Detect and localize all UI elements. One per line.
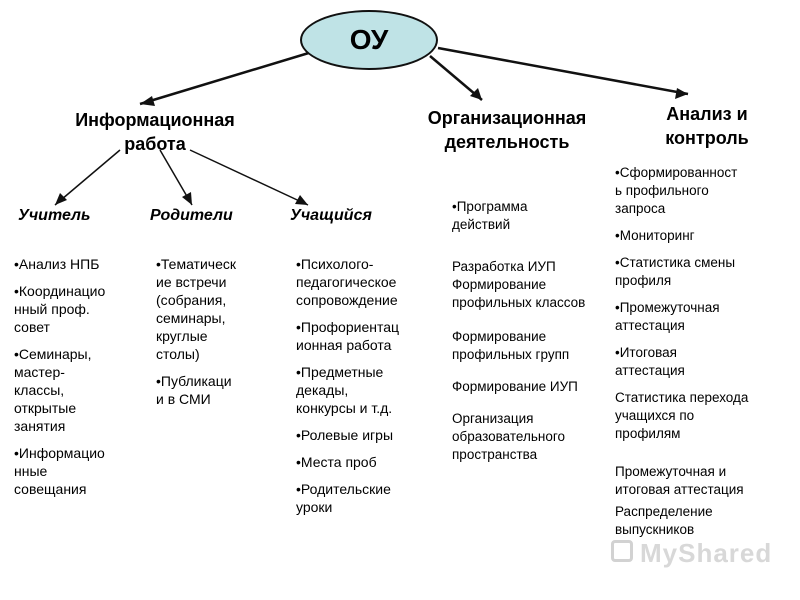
branch-org-title: Организационная деятельность (427, 108, 587, 152)
list-item: •Статистика смены профиля (615, 255, 736, 288)
arrowhead-student (295, 195, 308, 205)
branch-info-title: Информационная работа (75, 110, 235, 154)
list-item: •Тематическ ие встречи (собрания, семина… (156, 256, 236, 362)
list-item: •Итоговая аттестация (615, 345, 685, 378)
arrowhead-parents (182, 192, 192, 205)
parents-list: •Тематическ ие встречи (собрания, семина… (156, 255, 276, 417)
list-item: Формирование профильных групп (452, 329, 570, 362)
list-item: •Ролевые игры (296, 427, 394, 443)
arrowhead-info (140, 96, 155, 106)
list-item: •Мониторинг (615, 228, 695, 243)
root-node: ОУ (300, 10, 438, 70)
list-item: Разработка ИУП Формирование профильных к… (452, 259, 586, 310)
watermark-text: MyShared (640, 538, 773, 568)
list-item: Распределение выпускников (615, 504, 713, 537)
sub-teacher: Учитель (18, 207, 91, 224)
list-item: Формирование ИУП (452, 379, 578, 394)
watermark-icon (611, 540, 633, 562)
student-list: •Психолого- педагогическое сопровождение… (296, 255, 436, 525)
list-item: •Психолого- педагогическое сопровождение (296, 256, 398, 308)
list-item: •Промежуточная аттестация (615, 300, 720, 333)
list-item: •Информацио нные совещания (14, 445, 105, 497)
teacher-list: •Анализ НПБ •Координацио нный проф. сове… (14, 255, 142, 507)
list-item: •Места проб (296, 454, 377, 470)
list-item: Организация образовательного пространств… (452, 411, 565, 462)
list-item: Промежуточная и итоговая аттестация (615, 464, 744, 497)
connector-root-info (139, 50, 313, 106)
org-list: •Программа действий Разработка ИУП Форми… (452, 198, 612, 473)
list-item: Статистика перехода учащихся по профилям (615, 390, 749, 441)
arrowhead-control (675, 88, 688, 99)
sub-student: Учащийся (290, 207, 372, 224)
list-item: •Анализ НПБ (14, 256, 100, 272)
connector-info-student (189, 149, 309, 206)
list-item: •Семинары, мастер- классы, открытые заня… (14, 346, 92, 434)
arrowhead-org (470, 88, 482, 100)
arrowhead-teacher (55, 193, 67, 205)
list-item: •Родительские уроки (296, 481, 391, 515)
connector-root-control (437, 46, 689, 96)
list-item: •Координацио нный проф. совет (14, 283, 106, 335)
sub-parents: Родители (150, 207, 233, 224)
list-item: •Сформированност ь профильного запроса (615, 165, 738, 216)
list-item: •Публикаци и в СМИ (156, 373, 232, 407)
control-list: •Сформированност ь профильного запроса •… (615, 164, 795, 548)
list-item: •Программа действий (452, 199, 528, 232)
list-item: •Предметные декады, конкурсы и т.д. (296, 364, 393, 416)
root-label: ОУ (349, 24, 389, 55)
branch-control-title: Анализ и контроль (665, 104, 749, 148)
list-item: •Профориентац ионная работа (296, 319, 400, 353)
connector-info-teacher (54, 149, 121, 206)
